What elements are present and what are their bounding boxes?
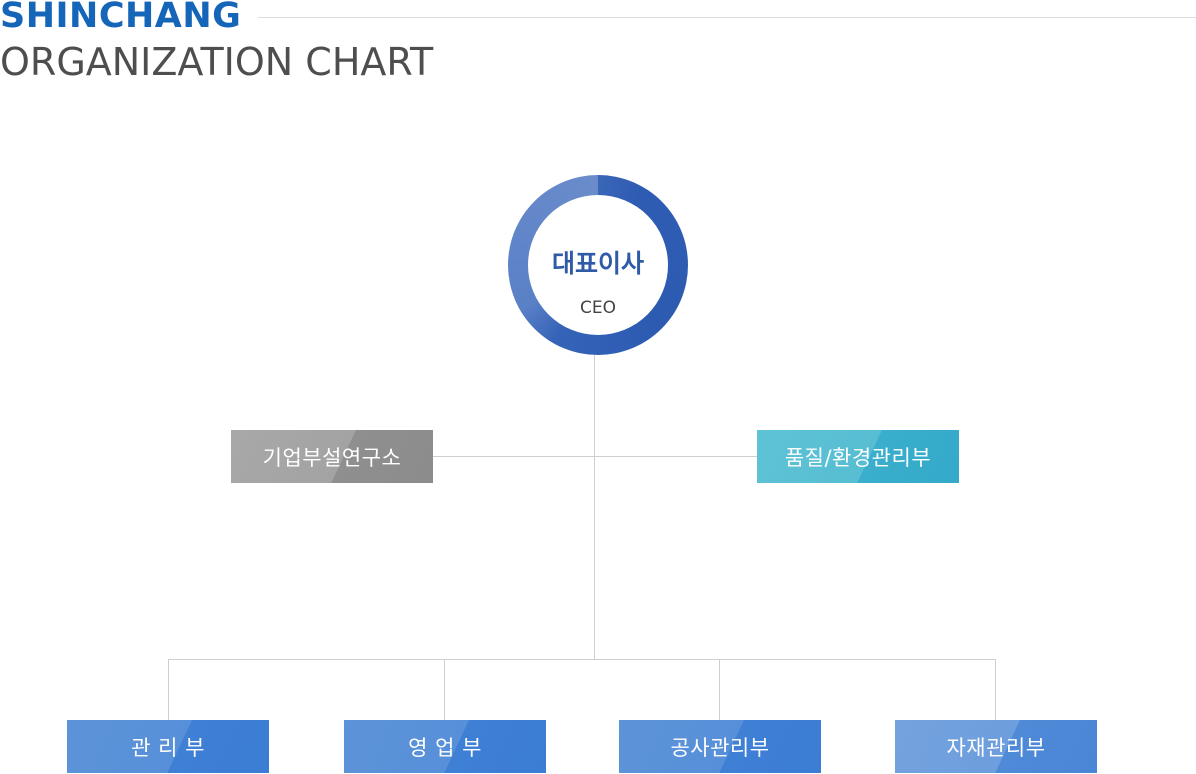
header-brand: SHINCHANG (0, 0, 242, 36)
ceo-subtitle: CEO (580, 298, 616, 318)
research-institute-box: 기업부설연구소 (231, 430, 433, 483)
ceo-name: 대표이사 (551, 249, 644, 278)
connector-dept-4 (995, 659, 996, 720)
department-materials-box: 자재관리부 (895, 720, 1097, 773)
department-management-box: 관 리 부 (67, 720, 269, 773)
page-title: ORGANIZATION CHART (0, 40, 434, 84)
department-construction-box: 공사관리부 (619, 720, 821, 773)
ceo-node: 대표이사 (508, 175, 688, 355)
connector-dept-3 (719, 659, 720, 720)
connector-ceo-trunk (594, 355, 595, 660)
connector-departments (168, 659, 996, 660)
quality-environment-box: 품질/환경관리부 (757, 430, 959, 483)
ceo-node-inner: 대표이사 (528, 195, 668, 335)
connector-dept-1 (168, 659, 169, 720)
connector-side-units (433, 456, 757, 457)
connector-dept-2 (444, 659, 445, 720)
department-sales-box: 영 업 부 (344, 720, 546, 773)
header-rule (258, 17, 1196, 18)
